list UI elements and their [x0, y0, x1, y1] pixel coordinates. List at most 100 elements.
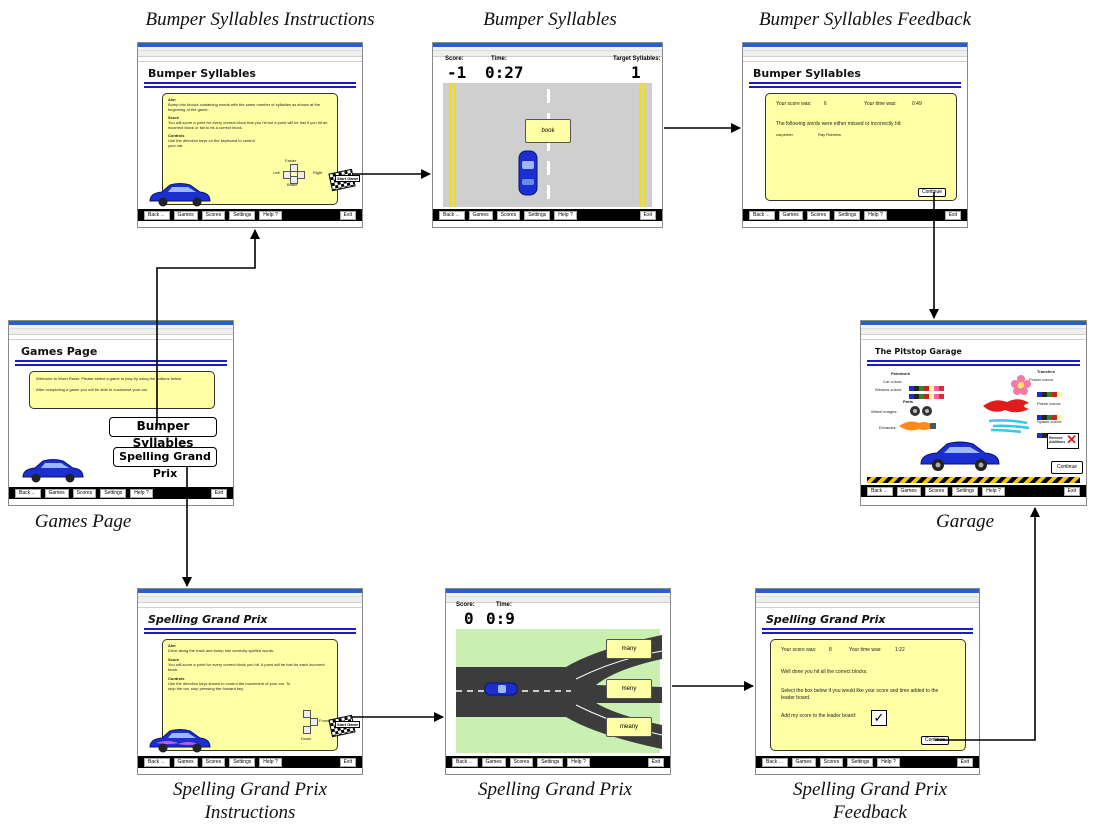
nav-bar: Back ← Games Scores Settings Help ? Exit: [756, 756, 979, 768]
scores-button[interactable]: Scores: [72, 488, 97, 498]
help-button[interactable]: Help ?: [864, 210, 887, 220]
blue-car-icon: [149, 183, 211, 207]
scores-button[interactable]: Scores: [201, 757, 226, 767]
settings-button[interactable]: Settings: [524, 210, 551, 220]
word-block[interactable]: meny: [606, 679, 652, 699]
caption-bumper-game: Bumper Syllables: [483, 9, 617, 30]
splash-icon[interactable]: [987, 417, 1031, 433]
games-button[interactable]: Games: [173, 210, 198, 220]
word-block[interactable]: book: [525, 119, 571, 143]
target-syllables-label: Target Syllables:: [613, 56, 661, 62]
nav-bar: Back ← Games Scores Settings Help ? Exit: [138, 756, 362, 768]
scores-button[interactable]: Scores: [924, 486, 949, 496]
score-value: -1: [447, 63, 467, 82]
screenshot-spelling-feedback: Spelling Grand Prix Your score was: 8 Yo…: [755, 588, 980, 775]
help-button[interactable]: Help ?: [259, 757, 282, 767]
caption-games-page: Games Page: [34, 511, 132, 532]
games-button[interactable]: Games: [896, 486, 921, 496]
scores-button[interactable]: Scores: [201, 210, 226, 220]
scores-button[interactable]: Scores: [806, 210, 831, 220]
start-game-button[interactable]: Start Game: [335, 721, 361, 728]
help-button[interactable]: Help ?: [877, 757, 900, 767]
scores-button[interactable]: Scores: [496, 210, 521, 220]
exit-button[interactable]: Exit: [210, 488, 227, 498]
back-button[interactable]: Back ←: [439, 210, 465, 220]
settings-button[interactable]: Settings: [100, 488, 127, 498]
back-button[interactable]: Back ←: [867, 486, 893, 496]
arrow-key-icon: [297, 171, 305, 179]
games-button[interactable]: Games: [481, 757, 506, 767]
wheel-icon[interactable]: [909, 405, 933, 417]
start-game-button[interactable]: Start Game: [335, 175, 361, 182]
exhaust-flame-icon[interactable]: [897, 419, 937, 433]
back-button[interactable]: Back ←: [15, 488, 41, 498]
word-block[interactable]: many: [606, 639, 652, 659]
settings-button[interactable]: Settings: [229, 757, 256, 767]
back-button[interactable]: Back ←: [749, 210, 775, 220]
games-button[interactable]: Games: [468, 210, 493, 220]
back-button[interactable]: Back ←: [144, 210, 170, 220]
games-button[interactable]: Games: [791, 757, 816, 767]
feedback-panel: Your score was: 8 Your time was: 1:22 We…: [770, 639, 966, 751]
games-button[interactable]: Games: [778, 210, 803, 220]
title-rule: [144, 632, 356, 634]
exit-button[interactable]: Exit: [1063, 486, 1080, 496]
screenshot-spelling-instructions: Spelling Grand Prix Aim Drive along the …: [137, 588, 363, 775]
page-title: Bumper Syllables: [148, 67, 256, 80]
back-button[interactable]: Back ←: [144, 757, 170, 767]
games-button[interactable]: Games: [44, 488, 69, 498]
settings-button[interactable]: Settings: [834, 210, 861, 220]
help-button[interactable]: Help ?: [130, 488, 153, 498]
exit-button[interactable]: Exit: [639, 210, 656, 220]
flame-colour-palette[interactable]: [1037, 407, 1067, 425]
time-value: 0:9: [486, 609, 515, 628]
settings-button[interactable]: Settings: [229, 210, 256, 220]
hazard-stripe: [867, 477, 1080, 483]
spelling-grand-prix-button[interactable]: Spelling Grand Prix: [113, 447, 217, 480]
exit-button[interactable]: Exit: [944, 210, 961, 220]
title-rule: [749, 82, 961, 84]
scores-button[interactable]: Scores: [509, 757, 534, 767]
flame-icon[interactable]: [981, 397, 1031, 415]
nav-bar: Back ← Games Scores Settings Help ? Exit: [861, 485, 1086, 497]
time-value: 0:27: [485, 63, 524, 82]
nav-bar: Back ← Games Scores Settings Help ? Exit: [433, 209, 662, 221]
back-button[interactable]: Back ←: [762, 757, 788, 767]
flower-colour-palette[interactable]: [1037, 384, 1067, 402]
page-title: Bumper Syllables: [753, 67, 861, 80]
settings-button[interactable]: Settings: [847, 757, 874, 767]
exit-button[interactable]: Exit: [339, 210, 356, 220]
exit-button[interactable]: Exit: [339, 757, 356, 767]
exit-button[interactable]: Exit: [647, 757, 664, 767]
remove-additions-button[interactable]: Remove Additions ✕: [1047, 432, 1079, 449]
help-button[interactable]: Help ?: [259, 210, 282, 220]
settings-button[interactable]: Settings: [952, 486, 979, 496]
arrow-key-icon: [303, 710, 311, 718]
arrow-key-icon: [303, 726, 311, 734]
scores-button[interactable]: Scores: [819, 757, 844, 767]
back-button[interactable]: Back ←: [452, 757, 478, 767]
page-title: Games Page: [21, 345, 98, 358]
car-colour-palette[interactable]: [909, 378, 944, 396]
help-button[interactable]: Help ?: [567, 757, 590, 767]
help-button[interactable]: Help ?: [554, 210, 577, 220]
help-button[interactable]: Help ?: [982, 486, 1005, 496]
title-rule: [867, 364, 1080, 366]
continue-button[interactable]: Continue: [1051, 461, 1084, 474]
screenshot-bumper-feedback: Bumper Syllables Your score was: 6 Your …: [742, 42, 968, 228]
games-button[interactable]: Games: [173, 757, 198, 767]
word-block[interactable]: meany: [606, 717, 652, 737]
nav-bar: Back ← Games Scores Settings Help ? Exit: [138, 209, 362, 221]
continue-button[interactable]: Continue: [918, 188, 947, 197]
exit-button[interactable]: Exit: [956, 757, 973, 767]
bumper-syllables-button[interactable]: Bumper Syllables: [109, 417, 217, 450]
window-colour-palette[interactable]: [909, 386, 944, 404]
title-rule: [144, 628, 356, 630]
arrow-key-icon: [290, 176, 298, 184]
flame-car-icon: [149, 729, 211, 753]
settings-button[interactable]: Settings: [537, 757, 564, 767]
arrow-spelling-feedback-to-garage: [935, 507, 1040, 741]
nav-bar: Back ← Games Scores Settings Help ? Exit: [446, 756, 670, 768]
leaderboard-checkbox[interactable]: ✓: [871, 710, 887, 726]
flower-icon[interactable]: [1011, 375, 1031, 395]
